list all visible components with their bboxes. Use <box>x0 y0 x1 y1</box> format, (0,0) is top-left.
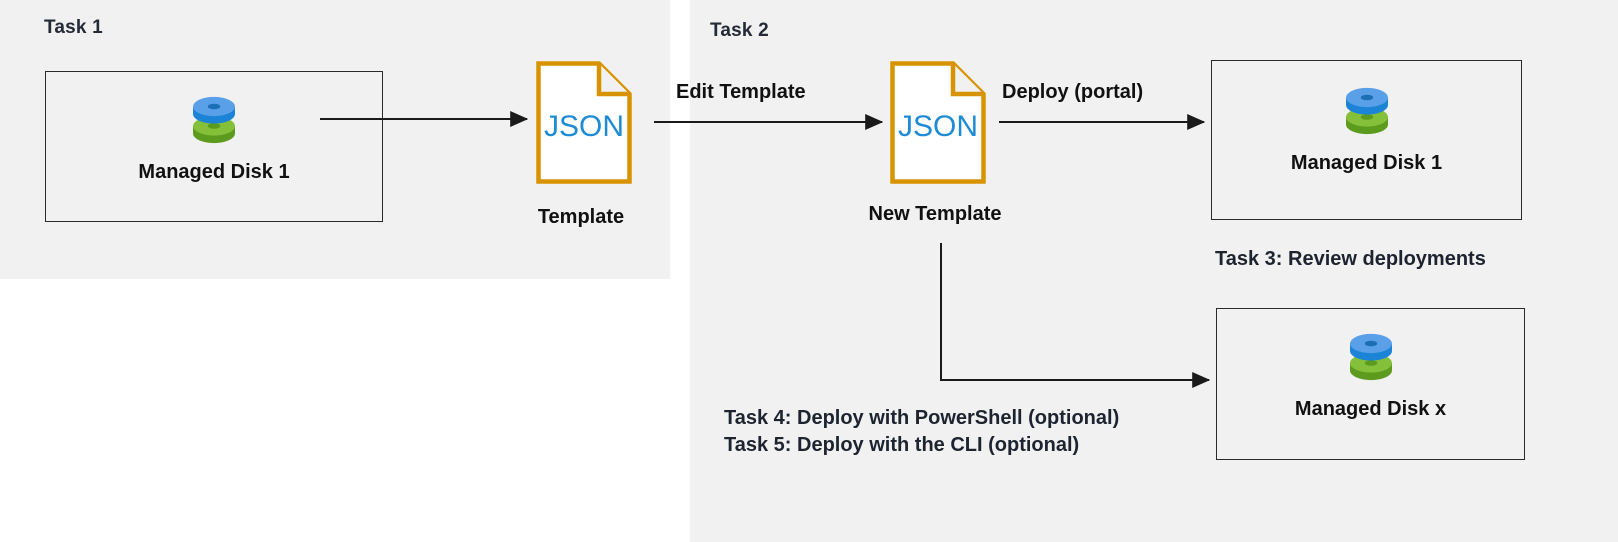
new-template-json-file[interactable]: JSON <box>890 61 986 189</box>
task4-note: Task 4: Deploy with PowerShell (optional… <box>724 407 1120 429</box>
task5-note: Task 5: Deploy with the CLI (optional) <box>724 434 1080 456</box>
new-template-caption: New Template <box>868 203 1002 225</box>
task2-heading: Task 2 <box>710 20 769 41</box>
deploy-portal-label: Deploy (portal) <box>1002 81 1144 103</box>
template-json-file[interactable]: JSON <box>536 61 632 189</box>
managed-disk-1-deployed-box: Managed Disk 1 <box>1211 60 1522 220</box>
managed-disk-icon <box>1212 79 1521 141</box>
json-file-text: JSON <box>544 110 624 143</box>
template-caption: Template <box>537 206 625 228</box>
managed-disk-icon <box>1217 325 1524 387</box>
edit-template-label: Edit Template <box>676 81 806 103</box>
task3-note: Task 3: Review deployments <box>1215 248 1486 270</box>
managed-disk-1-deployed-label: Managed Disk 1 <box>1290 152 1443 174</box>
json-file-text: JSON <box>898 110 978 143</box>
managed-disk-1-source-box: Managed Disk 1 <box>45 71 383 222</box>
task1-heading: Task 1 <box>44 17 103 38</box>
managed-disk-x-box: Managed Disk x <box>1216 308 1525 460</box>
managed-disk-icon <box>46 88 382 150</box>
managed-disk-1-source-label: Managed Disk 1 <box>138 161 290 183</box>
managed-disk-x-label: Managed Disk x <box>1294 398 1447 420</box>
